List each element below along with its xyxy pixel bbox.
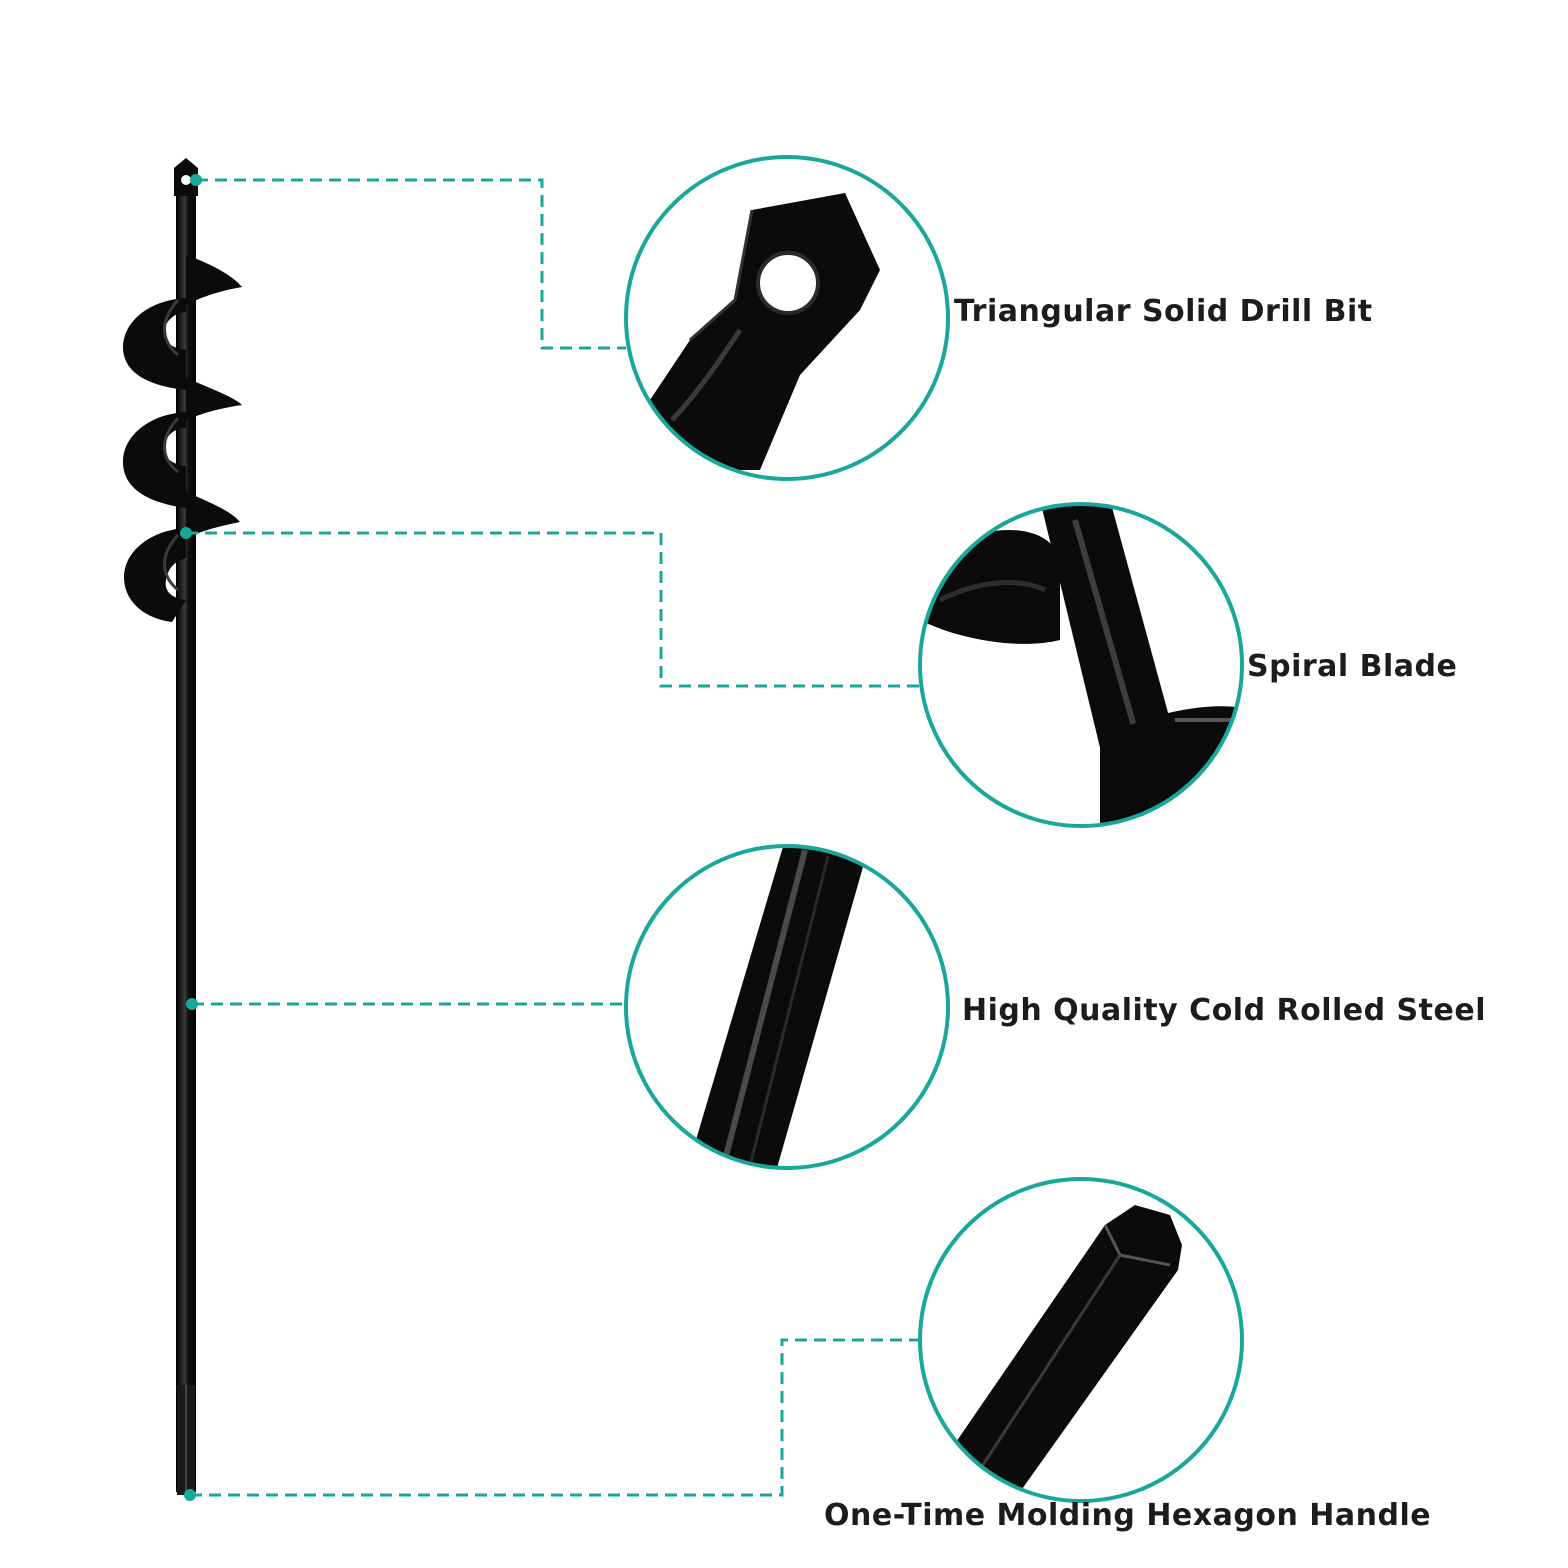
callout-connectors bbox=[186, 178, 920, 1497]
feature-label-blade: Spiral Blade bbox=[1247, 649, 1458, 684]
feature-label-tip: Triangular Solid Drill Bit bbox=[954, 294, 1373, 329]
feature-label-steel: High Quality Cold Rolled Steel bbox=[962, 993, 1486, 1028]
auger-spiral-blades bbox=[122, 255, 242, 622]
feature-label-handle: One-Time Molding Hexagon Handle bbox=[824, 1498, 1432, 1533]
callout-anchor-dots bbox=[180, 174, 202, 1501]
auger-product bbox=[122, 158, 242, 1495]
detail-circle-steel bbox=[624, 844, 950, 1170]
connector-tip bbox=[196, 178, 626, 350]
detail-circle-tip bbox=[624, 155, 950, 481]
detail-circle-handle bbox=[918, 1177, 1244, 1503]
detail-circle-blade bbox=[918, 502, 1244, 828]
connector-blade bbox=[186, 531, 920, 688]
connector-handle bbox=[190, 1338, 920, 1497]
